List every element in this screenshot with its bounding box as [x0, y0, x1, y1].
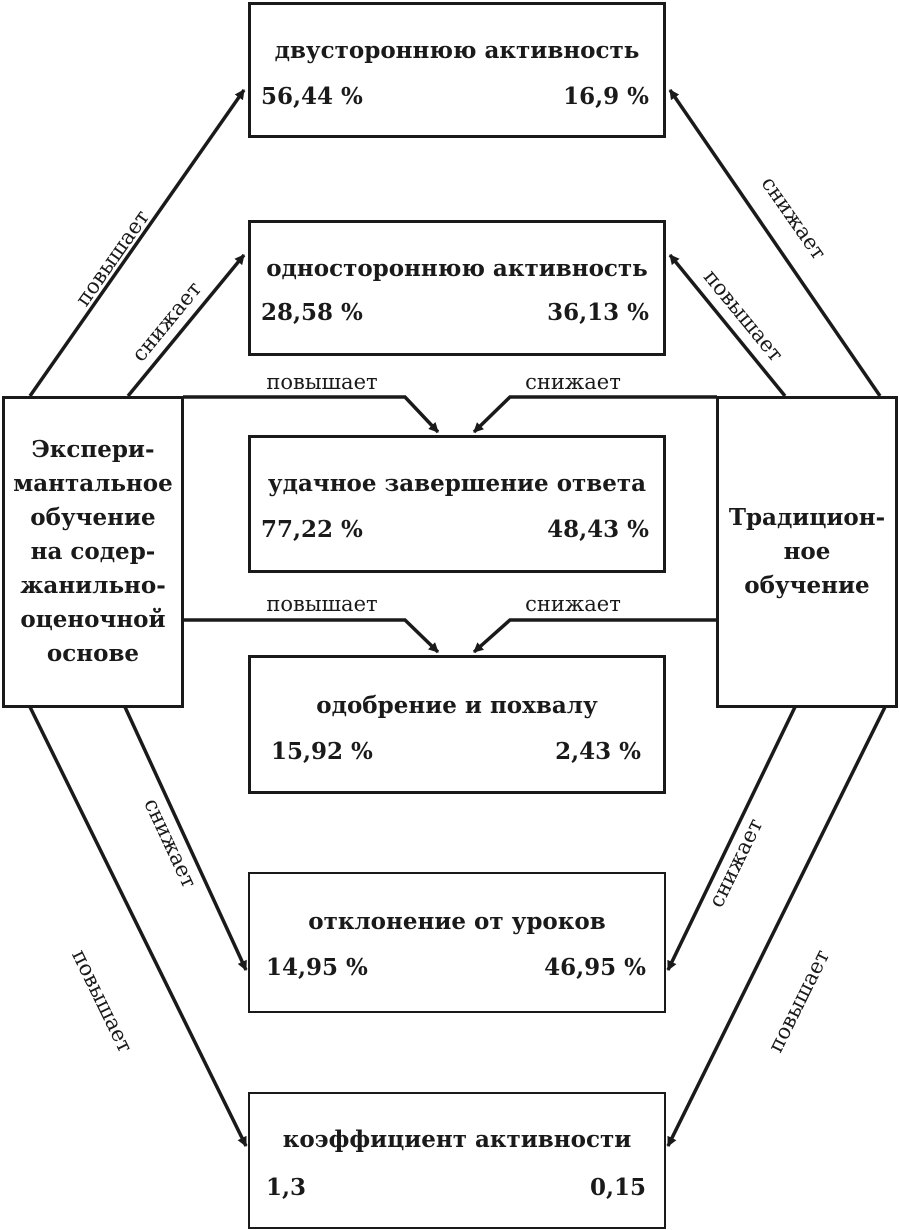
traditional-value: 16,9 %	[563, 83, 649, 110]
indicator-title: коэффициент активности	[282, 1126, 632, 1153]
effect-label: снижает	[127, 277, 206, 366]
effect-label: повышает	[266, 592, 377, 616]
effect-label: повышает	[71, 206, 154, 311]
indicator-title: удачное завершение ответа	[267, 470, 647, 497]
traditional-value: 36,13 %	[547, 299, 649, 326]
arrow-exp-2	[126, 253, 246, 398]
effect-label: снижает	[756, 172, 831, 264]
arrow-trad-6	[666, 706, 887, 1147]
indicator-title: двустороннюю активность	[274, 37, 640, 64]
traditional-value: 48,43 %	[547, 516, 649, 543]
experimental-value: 15,92 %	[271, 738, 373, 765]
node-label: Традицион- ное обучение	[728, 504, 886, 599]
indicator-title: одностороннюю активность	[266, 255, 648, 282]
arrow-exp-1	[28, 88, 246, 398]
effect-label: повышает	[67, 946, 137, 1057]
arrow-trad-4	[472, 618, 717, 654]
arrow-exp-6	[28, 706, 248, 1147]
arrow-trad-3	[472, 395, 717, 434]
effect-label: снижает	[525, 370, 621, 394]
arrow-trad-2	[668, 253, 787, 398]
traditional-learning-node: Традицион- ное обучение	[716, 396, 898, 708]
arrow-exp-5	[123, 706, 248, 971]
experimental-value: 56,44 %	[261, 83, 363, 110]
effect-label: повышает	[763, 946, 834, 1056]
experimental-value: 14,95 %	[266, 954, 368, 981]
arrow-exp-3	[183, 395, 440, 434]
traditional-value: 2,43 %	[555, 738, 641, 765]
experimental-learning-node: Экспери- мантальное обучение на содер- ж…	[2, 396, 184, 708]
effect-label: повышает	[266, 370, 377, 394]
indicator-title: одобрение и похвалу	[316, 692, 598, 719]
traditional-value: 46,95 %	[544, 954, 646, 981]
indicator-box: отклонение от уроков 14,95 % 46,95 %	[248, 872, 666, 1013]
indicator-box: удачное завершение ответа 77,22 % 48,43 …	[248, 435, 666, 573]
experimental-value: 77,22 %	[261, 516, 363, 543]
indicator-box: одобрение и похвалу 15,92 % 2,43 %	[248, 655, 666, 794]
arrow-exp-4	[183, 618, 440, 654]
indicator-box: одностороннюю активность 28,58 % 36,13 %	[248, 220, 666, 356]
arrow-trad-5	[666, 706, 797, 971]
arrow-trad-1	[668, 89, 882, 397]
experimental-value: 28,58 %	[261, 299, 363, 326]
indicator-box: коэффициент активности 1,3 0,15	[248, 1092, 666, 1229]
effect-label: снижает	[525, 592, 621, 616]
node-label: Экспери- мантальное обучение на содер- ж…	[13, 436, 173, 667]
traditional-value: 0,15	[589, 1174, 646, 1201]
indicator-box: двустороннюю активность 56,44 % 16,9 %	[248, 2, 666, 138]
experimental-value: 1,3	[266, 1174, 307, 1201]
effect-label: повышает	[699, 265, 788, 366]
indicator-title: отклонение от уроков	[308, 908, 606, 935]
